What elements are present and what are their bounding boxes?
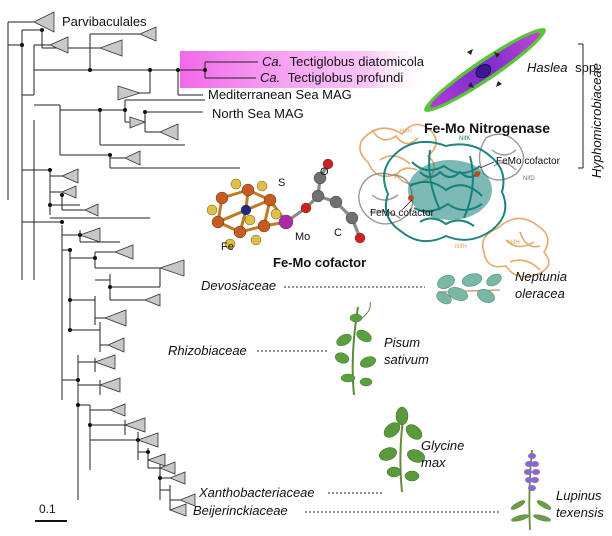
nitrogenase-protein-illustration bbox=[358, 123, 550, 278]
label-nifd: NifD bbox=[523, 176, 535, 182]
label-femo-cofactor-right: FeMo cofactor bbox=[496, 156, 561, 167]
atom-label-fe: Fe bbox=[221, 241, 234, 253]
clade-triangle bbox=[168, 503, 187, 517]
clade-triangle bbox=[159, 123, 179, 141]
clade-triangle bbox=[78, 227, 101, 243]
clade-triangle bbox=[136, 432, 159, 448]
label-max: max bbox=[421, 455, 446, 470]
label-rhizobiaceae: Rhizobiaceae bbox=[168, 343, 247, 358]
clade-triangle bbox=[98, 377, 121, 393]
label-fe-mo-cofactor: Fe-Mo cofactor bbox=[273, 255, 366, 270]
label-hyphomicrobiaceae: Hyphomicrobiaceae bbox=[589, 63, 604, 178]
neptunia-plant-illustration bbox=[436, 273, 502, 305]
clade-triangle bbox=[139, 26, 157, 42]
collapsed-clades bbox=[33, 11, 196, 517]
label-femo-cofactor-left: FeMo cofactor bbox=[370, 208, 435, 219]
clade-triangle bbox=[143, 293, 161, 307]
clade-triangle bbox=[123, 417, 146, 433]
label-parvibaculales: Parvibaculales bbox=[62, 14, 147, 29]
clade-triangle bbox=[93, 354, 116, 370]
label-nifh-3: NifH bbox=[508, 240, 520, 246]
atom-label-mo: Mo bbox=[295, 231, 310, 243]
clade-triangle bbox=[129, 116, 147, 129]
label-pisum: Pisum bbox=[384, 335, 420, 350]
fe-mo-cofactor-molecule bbox=[206, 158, 366, 250]
hyphomicrobiaceae-bracket bbox=[578, 43, 584, 169]
support-nodes bbox=[20, 28, 207, 480]
label-nifk: NifK bbox=[459, 136, 470, 142]
clade-triangle bbox=[168, 471, 186, 485]
label-texensis: texensis bbox=[556, 505, 604, 520]
clade-triangle bbox=[178, 493, 196, 507]
label-tectiglobus-profundi: Ca. Tectiglobus profundi bbox=[260, 70, 403, 85]
clade-triangle bbox=[49, 36, 69, 54]
label-north-sea-mag: North Sea MAG bbox=[212, 106, 304, 121]
clade-triangle bbox=[98, 39, 123, 57]
phylogenetic-tree bbox=[7, 21, 258, 510]
label-xanthobacteriaceae: Xanthobacteriaceae bbox=[198, 485, 315, 500]
clade-triangle bbox=[146, 453, 166, 467]
haslea-diatom-illustration bbox=[424, 28, 546, 112]
label-fe-mo-nitrogenase: Fe-Mo Nitrogenase bbox=[424, 120, 550, 136]
clade-triangle bbox=[60, 185, 77, 199]
label-sativum: sativum bbox=[384, 352, 429, 367]
label-oleracea: oleracea bbox=[515, 286, 565, 301]
tectiglobus-highlight bbox=[180, 51, 430, 88]
label-devosiaceae: Devosiaceae bbox=[201, 278, 276, 293]
clade-triangle bbox=[103, 309, 127, 327]
clade-triangle bbox=[84, 203, 99, 217]
atom-label-o: O bbox=[320, 166, 329, 178]
lupinus-plant-illustration bbox=[510, 449, 552, 531]
atom-label-c: C bbox=[334, 227, 342, 239]
clade-triangle bbox=[124, 150, 141, 166]
label-neptunia: Neptunia bbox=[515, 269, 567, 284]
label-lupinus: Lupinus bbox=[556, 488, 602, 503]
label-mediterranean-mag: Mediterranean Sea MAG bbox=[208, 87, 352, 102]
label-nifh-2: NifH bbox=[455, 244, 467, 250]
label-nifh-1: NifH bbox=[400, 129, 412, 135]
clade-triangle bbox=[117, 85, 142, 101]
label-beijerinckiaceae: Beijerinckiaceae bbox=[193, 503, 288, 518]
clade-triangle bbox=[158, 461, 176, 475]
clade-triangle bbox=[61, 168, 79, 184]
label-haslea: Haslea spp. bbox=[527, 60, 600, 75]
glycine-plant-illustration bbox=[379, 406, 425, 493]
clade-triangle bbox=[113, 244, 134, 260]
clade-triangle bbox=[108, 403, 126, 417]
atom-label-s: S bbox=[278, 177, 285, 189]
label-tectiglobus-diatomicola: Ca. Tectiglobus diatomicola bbox=[262, 54, 425, 69]
clade-triangle bbox=[158, 259, 185, 277]
clade-triangle bbox=[33, 11, 55, 33]
label-glycine: Glycine bbox=[421, 438, 464, 453]
clade-triangle bbox=[107, 337, 125, 353]
pisum-plant-illustration bbox=[334, 301, 376, 396]
scale-bar-label: 0.1 bbox=[39, 502, 56, 516]
